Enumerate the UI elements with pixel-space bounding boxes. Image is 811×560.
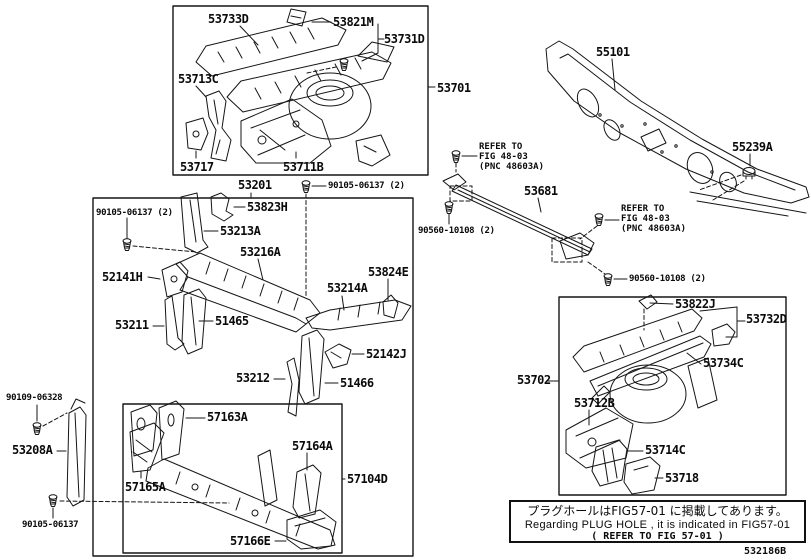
- part-label-53211: 53211: [115, 318, 149, 332]
- part-label-53701: 53701: [437, 81, 471, 95]
- part-label-53823H: 53823H: [247, 200, 288, 214]
- fastener-label-90105-06137-top: 90105-06137 (2): [328, 181, 405, 191]
- dash-panel-sketch: [545, 40, 810, 217]
- plug-hole-note-box: プラグホールはFIG57-01 に掲載してあります。 Regarding PLU…: [509, 500, 806, 543]
- refer-note-line2: FIG 48-03: [621, 214, 670, 224]
- part-label-57164A: 57164A: [292, 439, 333, 453]
- radiator-support-sketch: [122, 192, 412, 417]
- part-label-53732D: 53732D: [746, 312, 787, 326]
- support-lower-sketch: [129, 400, 346, 550]
- part-label-53733D: 53733D: [208, 12, 249, 26]
- side-support-sketch: [32, 398, 230, 519]
- part-label-53717: 53717: [180, 160, 214, 174]
- part-label-53734C: 53734C: [703, 356, 744, 370]
- apron-assembly-sketch: [185, 8, 436, 167]
- apron-rh-sketch: [546, 294, 746, 495]
- part-label-53214A: 53214A: [327, 281, 368, 295]
- fastener-label-90560-10108-left: 90560-10108 (2): [418, 226, 495, 236]
- refer-note-line2: FIG 48-03: [479, 152, 528, 162]
- part-label-53213A: 53213A: [220, 224, 261, 238]
- part-label-51465: 51465: [215, 314, 249, 328]
- part-label-53216A: 53216A: [240, 245, 281, 259]
- brace-bar-sketch: [442, 150, 628, 286]
- refer-note-fig48-03-lower: REFER TO FIG 48-03 (PNC 48603A): [621, 204, 686, 234]
- part-label-57165A: 57165A: [125, 480, 166, 494]
- part-label-53822J: 53822J: [675, 297, 716, 311]
- part-label-55239A: 55239A: [732, 140, 773, 154]
- part-label-51466: 51466: [340, 376, 374, 390]
- refer-note-line1: REFER TO: [479, 142, 523, 152]
- plug-hole-note-japanese: プラグホールはFIG57-01 に掲載してあります。: [527, 503, 788, 518]
- fastener-label-90105-06137-box: 90105-06137 (2): [96, 208, 173, 218]
- part-label-53731D: 53731D: [384, 32, 425, 46]
- part-label-53824E: 53824E: [368, 265, 409, 279]
- part-label-53713C: 53713C: [178, 72, 219, 86]
- fastener-label-90109-06328: 90109-06328: [6, 393, 63, 403]
- fastener-label-90560-10108-right: 90560-10108 (2): [629, 274, 706, 284]
- plug-hole-note-english: Regarding PLUG HOLE , it is indicated in…: [524, 518, 791, 531]
- plug-hole-note-refer: ( REFER TO FIG 57-01 ): [591, 530, 724, 542]
- part-label-53718: 53718: [665, 471, 699, 485]
- part-label-52141H: 52141H: [102, 270, 143, 284]
- part-label-53208A: 53208A: [12, 443, 53, 457]
- part-label-53712B: 53712B: [574, 396, 615, 410]
- part-label-53821M: 53821M: [333, 15, 374, 29]
- part-label-52142J: 52142J: [366, 347, 407, 361]
- part-label-53201: 53201: [238, 178, 272, 192]
- top-fastener: [250, 180, 327, 297]
- part-label-55101: 55101: [596, 45, 630, 59]
- refer-note-fig48-03-upper: REFER TO FIG 48-03 (PNC 48603A): [479, 142, 544, 172]
- fastener-label-90105-06137-bottom: 90105-06137: [22, 520, 79, 530]
- part-label-57166E: 57166E: [230, 534, 271, 548]
- part-label-53702: 53702: [517, 373, 551, 387]
- part-label-57163A: 57163A: [207, 410, 248, 424]
- diagram-code: 532186B: [744, 546, 787, 557]
- part-label-53212: 53212: [236, 371, 270, 385]
- part-label-53681: 53681: [524, 184, 558, 198]
- part-label-53711B: 53711B: [283, 160, 324, 174]
- refer-note-line3: (PNC 48603A): [479, 162, 545, 172]
- part-label-53714C: 53714C: [645, 443, 686, 457]
- refer-note-line1: REFER TO: [621, 204, 665, 214]
- refer-note-line3: (PNC 48603A): [621, 224, 687, 234]
- part-label-57104D: 57104D: [347, 472, 388, 486]
